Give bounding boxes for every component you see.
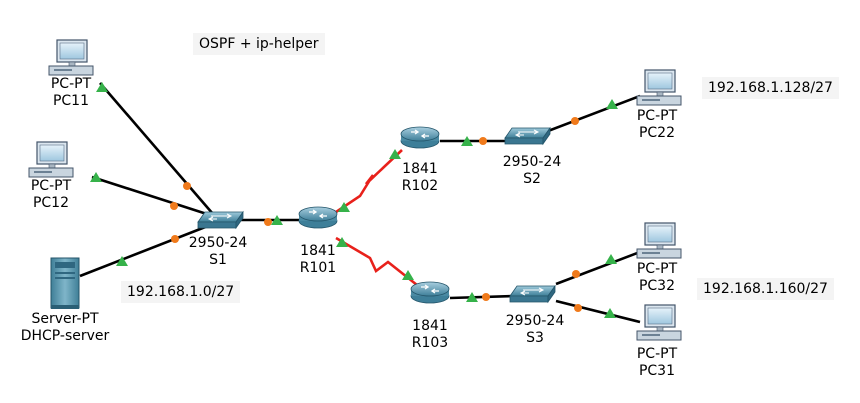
- link-up-r102-serial: [389, 149, 401, 159]
- link-up-pc11: [96, 82, 108, 92]
- link-up-r103-s3: [466, 292, 478, 302]
- s3-name: S3: [526, 330, 544, 346]
- label-s2: 2950-24 S2: [492, 154, 572, 188]
- cable-s3-pc31[interactable]: [555, 299, 641, 324]
- cable-server-s1[interactable]: [79, 222, 214, 278]
- link-pending-s2-r102: [479, 137, 487, 145]
- link-up-pc31: [604, 308, 616, 318]
- r103-name: R103: [411, 335, 449, 351]
- pc32-model: PC-PT: [636, 261, 678, 277]
- pc32-name: PC32: [638, 278, 676, 294]
- router-icon-r103[interactable]: [410, 281, 450, 304]
- link-up-r102-s2: [461, 136, 473, 146]
- link-pending-pc12-s1: [170, 202, 178, 210]
- router-icon-r101[interactable]: [298, 206, 338, 229]
- link-up-r101-s1: [271, 215, 283, 225]
- pc-icon-pc22[interactable]: [636, 69, 682, 106]
- label-r103: 1841 R103: [400, 318, 460, 352]
- switch-icon-s2[interactable]: [504, 127, 551, 145]
- network-note-lan1: 192.168.1.0/27: [121, 281, 241, 303]
- server-icon[interactable]: [50, 257, 80, 310]
- label-pc31: PC-PT PC31: [627, 346, 687, 380]
- cable-pc12-s1[interactable]: [91, 175, 214, 218]
- link-pending-server-s1: [171, 235, 179, 243]
- pc22-name: PC22: [638, 125, 676, 141]
- cable-s2-pc22[interactable]: [547, 94, 641, 133]
- pc22-model: PC-PT: [636, 108, 678, 124]
- server-name: DHCP-server: [20, 328, 110, 344]
- pc-icon-pc31[interactable]: [636, 304, 682, 341]
- pc-icon-pc11[interactable]: [48, 39, 94, 76]
- s1-model: 2950-24: [188, 235, 248, 251]
- pc11-model: PC-PT: [50, 76, 92, 92]
- link-up-pc12: [90, 172, 102, 182]
- link-up-r103-serial: [402, 270, 414, 280]
- s1-name: S1: [209, 252, 227, 268]
- label-pc12: PC-PT PC12: [21, 178, 81, 212]
- link-up-r101-r102: [338, 202, 350, 212]
- serial-r101-r102[interactable]: [335, 149, 403, 214]
- label-s3: 2950-24 S3: [495, 313, 575, 347]
- switch-icon-s3[interactable]: [509, 285, 556, 303]
- link-up-r101-r103: [336, 237, 348, 247]
- cable-s3-pc32[interactable]: [555, 250, 641, 286]
- cable-pc11-s1[interactable]: [99, 82, 214, 215]
- server-model: Server-PT: [31, 311, 99, 327]
- link-up-pc22: [606, 99, 618, 109]
- pc31-name: PC31: [638, 363, 676, 379]
- label-pc11: PC-PT PC11: [41, 76, 101, 110]
- label-r102: 1841 R102: [390, 161, 450, 195]
- serial-r101-r103[interactable]: [335, 236, 418, 287]
- pc31-model: PC-PT: [636, 346, 678, 362]
- link-up-server: [116, 256, 128, 266]
- label-pc22: PC-PT PC22: [627, 108, 687, 142]
- network-note-lan3: 192.168.1.160/27: [697, 278, 834, 300]
- link-up-pc32: [605, 254, 617, 264]
- network-note-lan2: 192.168.1.128/27: [702, 77, 839, 99]
- pc-icon-pc32[interactable]: [636, 222, 682, 259]
- pc12-model: PC-PT: [30, 178, 72, 194]
- r101-name: R101: [299, 260, 337, 276]
- s3-model: 2950-24: [505, 313, 565, 329]
- label-pc32: PC-PT PC32: [627, 261, 687, 295]
- pc12-name: PC12: [32, 195, 70, 211]
- r102-name: R102: [401, 178, 439, 194]
- topology-title: OSPF + ip-helper: [193, 33, 325, 55]
- r101-model: 1841: [300, 243, 336, 259]
- link-pending-s1-r101: [264, 218, 272, 226]
- pc-icon-pc12[interactable]: [28, 141, 74, 178]
- link-pending-pc11-s1: [183, 182, 191, 190]
- link-pending-s3-pc32: [572, 270, 580, 278]
- pc11-name: PC11: [52, 93, 90, 109]
- switch-icon-s1[interactable]: [197, 211, 244, 229]
- link-pending-s3-pc31: [574, 304, 582, 312]
- label-r101: 1841 R101: [288, 243, 348, 277]
- link-pending-s2-pc22: [571, 117, 579, 125]
- label-server: Server-PT DHCP-server: [10, 311, 120, 345]
- router-icon-r102[interactable]: [400, 126, 440, 149]
- s2-name: S2: [523, 171, 541, 187]
- s2-model: 2950-24: [502, 154, 562, 170]
- r103-model: 1841: [412, 318, 448, 334]
- r102-model: 1841: [402, 161, 438, 177]
- link-pending-s3-r103: [482, 293, 490, 301]
- label-s1: 2950-24 S1: [178, 235, 258, 269]
